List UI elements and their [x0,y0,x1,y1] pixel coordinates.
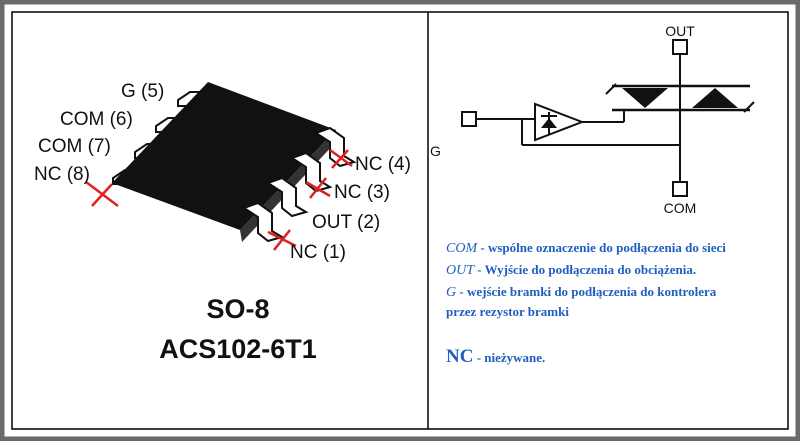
pin-label-nc1: NC (1) [290,242,346,263]
legend-nc: NC - nieżywane. [446,346,545,367]
cross-nc3 [305,177,331,199]
triac-diode-down [622,88,668,108]
cross-nc1 [267,229,297,251]
triac-diode-up [692,88,738,108]
com-label: COM [664,200,697,216]
cross-nc8 [85,181,119,207]
lead-3 [289,151,333,193]
pin-label-com6: COM (6) [60,109,133,130]
package-body [112,82,336,230]
pin-label-nc4: NC (4) [355,154,411,175]
unused-pin-marks [85,148,353,251]
pin-label-nc8: NC (8) [34,164,90,185]
lead-4 [313,126,357,168]
lead-1 [241,201,285,243]
out-terminal [672,39,688,55]
package-name: SO-8 [206,294,269,324]
pin-label-out2: OUT (2) [312,212,380,233]
legend-g: G - wejście bramki do podłączenia do kon… [446,284,717,300]
lead-2 [265,176,309,218]
legend: COM - wspólne oznaczenie do podłączenia … [446,240,726,367]
legend-g-cont: przez rezystor bramki [446,304,569,319]
gate-amplifier [534,102,585,142]
gate-label: G [430,143,441,159]
gate-terminal [461,111,477,127]
out-label: OUT [665,23,695,39]
so8-package [85,82,357,251]
right-leads [241,126,357,243]
pin-label-nc3: NC (3) [334,182,390,203]
legend-com: COM - wspólne oznaczenie do podłączenia … [446,240,726,256]
pin-label-com7: COM (7) [38,136,111,157]
pin-label-g5: G (5) [121,81,164,102]
cross-nc4 [329,148,353,169]
acs-symbol [461,39,755,197]
part-number: ACS102-6T1 [159,334,317,364]
inner-frame [11,11,789,430]
legend-out: OUT - Wyjście do podłączenia do obciążen… [446,262,696,278]
com-terminal [672,181,688,197]
